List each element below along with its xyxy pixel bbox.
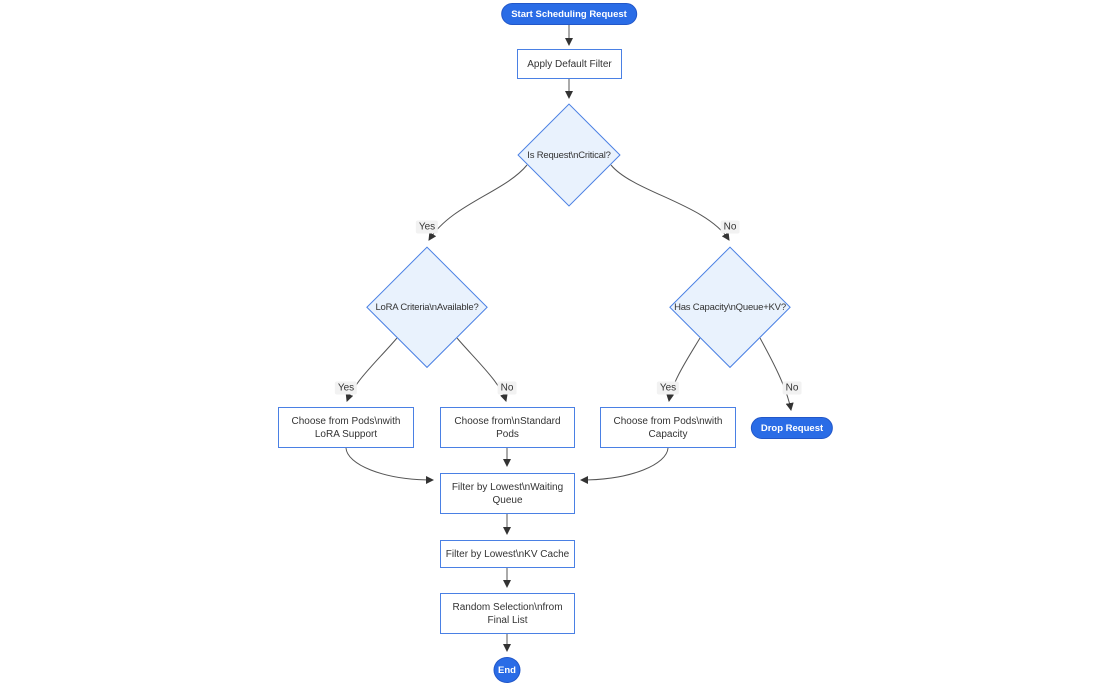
- node-apply-default-filter: Apply Default Filter: [517, 49, 622, 79]
- node-choose-standard-pods: Choose from\nStandard Pods: [440, 407, 575, 448]
- edge-label-lora-no: No: [497, 381, 517, 395]
- edge-critical-yes: [428, 164, 528, 241]
- node-filter-kv-cache: Filter by Lowest\nKV Cache: [440, 540, 575, 568]
- node-label-line: Choose from Pods\nwith: [291, 415, 401, 427]
- node-start: Start Scheduling Request: [501, 3, 637, 25]
- edge-label-critical-no: No: [720, 220, 740, 234]
- edge-label-lora-yes: Yes: [334, 381, 358, 395]
- node-label-line: Filter by Lowest\nWaiting: [451, 481, 564, 493]
- decision-label: Has Capacity\nQueue+KV?: [674, 301, 786, 313]
- node-label-line: Capacity: [648, 428, 688, 440]
- node-random-selection: Random Selection\nfrom Final List: [440, 593, 575, 634]
- edge-lora-yes: [345, 337, 398, 402]
- edge-capacitypods-to-queuefilter: [580, 447, 669, 484]
- node-label-line: Final List: [487, 614, 528, 626]
- node-lora-criteria-available: LoRA Criteria\nAvailable?: [366, 246, 488, 368]
- node-label-line: Pods: [496, 428, 519, 440]
- edge-label-capacity-no: No: [782, 381, 802, 395]
- node-drop-request: Drop Request: [750, 417, 834, 439]
- decision-label: LoRA Criteria\nAvailable?: [375, 301, 479, 313]
- edge-label-capacity-yes: Yes: [656, 381, 680, 395]
- node-label-line: Choose from Pods\nwith: [613, 415, 723, 427]
- edge-capacity-yes: [666, 337, 701, 402]
- decision-label: Is Request\nCritical?: [527, 149, 611, 161]
- edge-lorapods-to-queuefilter: [345, 447, 434, 484]
- node-label-line: Random Selection\nfrom: [452, 601, 563, 613]
- node-is-request-critical: Is Request\nCritical?: [517, 103, 621, 207]
- edge-capacity-no: [759, 337, 794, 411]
- node-end: End: [493, 657, 521, 683]
- node-has-capacity-queue-kv: Has Capacity\nQueue+KV?: [669, 246, 791, 368]
- edge-label-critical-yes: Yes: [415, 220, 439, 234]
- edge-critical-no: [610, 164, 730, 241]
- node-label-line: LoRA Support: [314, 428, 378, 440]
- node-label-line: Queue: [492, 494, 523, 506]
- edge-lora-no: [456, 337, 508, 402]
- node-choose-lora-pods: Choose from Pods\nwith LoRA Support: [278, 407, 414, 448]
- node-choose-capacity-pods: Choose from Pods\nwith Capacity: [600, 407, 736, 448]
- node-label-line: Choose from\nStandard: [454, 415, 561, 427]
- node-filter-waiting-queue: Filter by Lowest\nWaiting Queue: [440, 473, 575, 514]
